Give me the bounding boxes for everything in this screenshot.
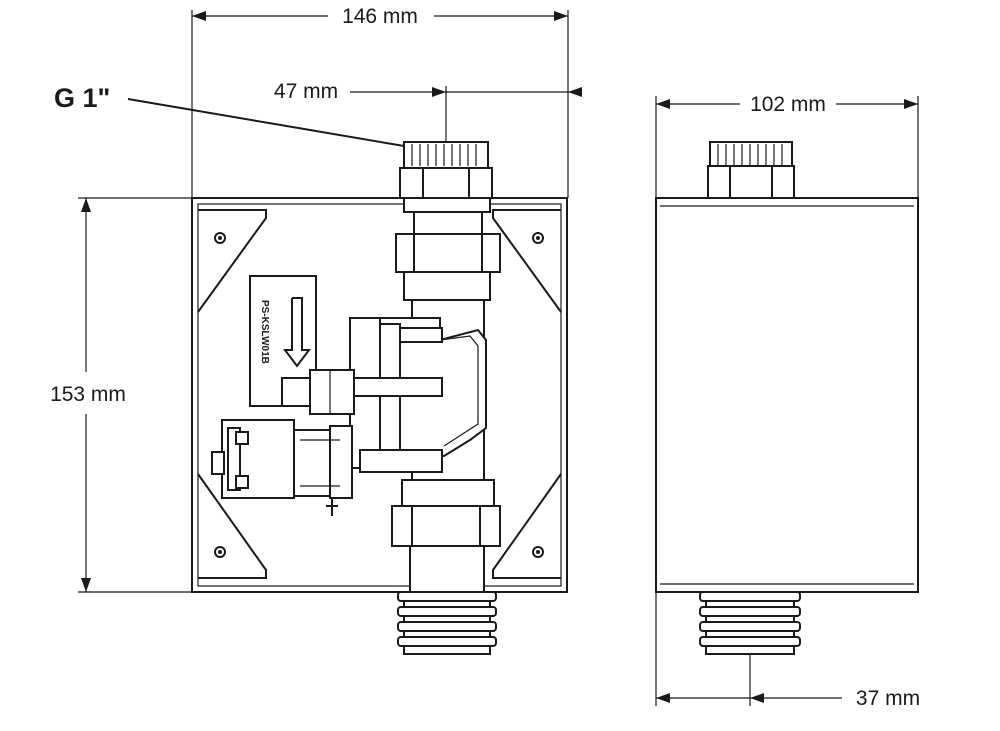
dim-height: 153 mm (50, 383, 126, 406)
dimension-lines (78, 10, 919, 706)
side-bottom-spigot (699, 591, 801, 655)
outlet-fitting (391, 479, 501, 593)
dim-outlet-offset-bottom: 37 mm (856, 687, 920, 710)
flow-arrow-icon (283, 297, 311, 368)
dim-width-front: 146 mm (342, 5, 418, 28)
dim-width-side: 102 mm (750, 93, 826, 116)
mounting-screws (214, 232, 544, 558)
dim-outlet-offset-top: 47 mm (274, 80, 338, 103)
side-view (655, 141, 919, 655)
thread-size-label: G 1" (54, 83, 110, 113)
valve-body (281, 317, 487, 473)
bottom-spigot (397, 591, 497, 655)
part-label: PS-KSLW01B (259, 300, 270, 364)
front-view: PS-KSLW01B (191, 141, 568, 655)
front-housing-inner-edge (197, 203, 562, 587)
side-housing (655, 197, 919, 593)
dimension-labels: 146 mm 47 mm 153 mm 102 mm 37 mm G 1" (50, 5, 920, 710)
corner-brackets (197, 209, 562, 579)
side-inlet-fitting (707, 141, 795, 199)
coil-actuator (211, 419, 353, 516)
